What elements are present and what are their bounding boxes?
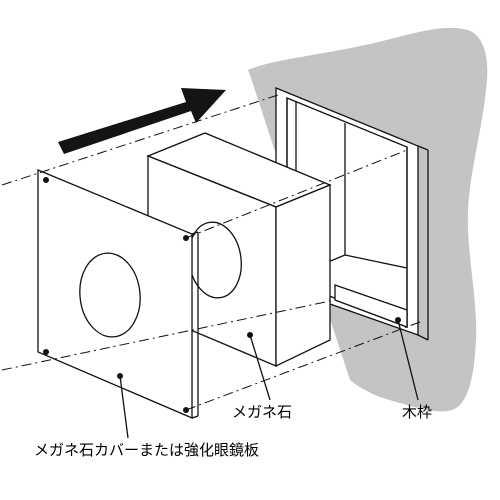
insert-direction-arrow bbox=[58, 88, 226, 154]
label-megane-ishi: メガネ石 bbox=[232, 403, 293, 421]
cover-plate bbox=[37, 169, 199, 419]
alignment-lines bbox=[1, 94, 421, 411]
megane-ishi-block bbox=[146, 132, 332, 368]
label-cover-plate: メガネ石カバーまたは強化眼鏡板 bbox=[34, 441, 260, 459]
leader-lines bbox=[119, 319, 419, 439]
label-wooden-frame: 木枠 bbox=[402, 403, 433, 421]
